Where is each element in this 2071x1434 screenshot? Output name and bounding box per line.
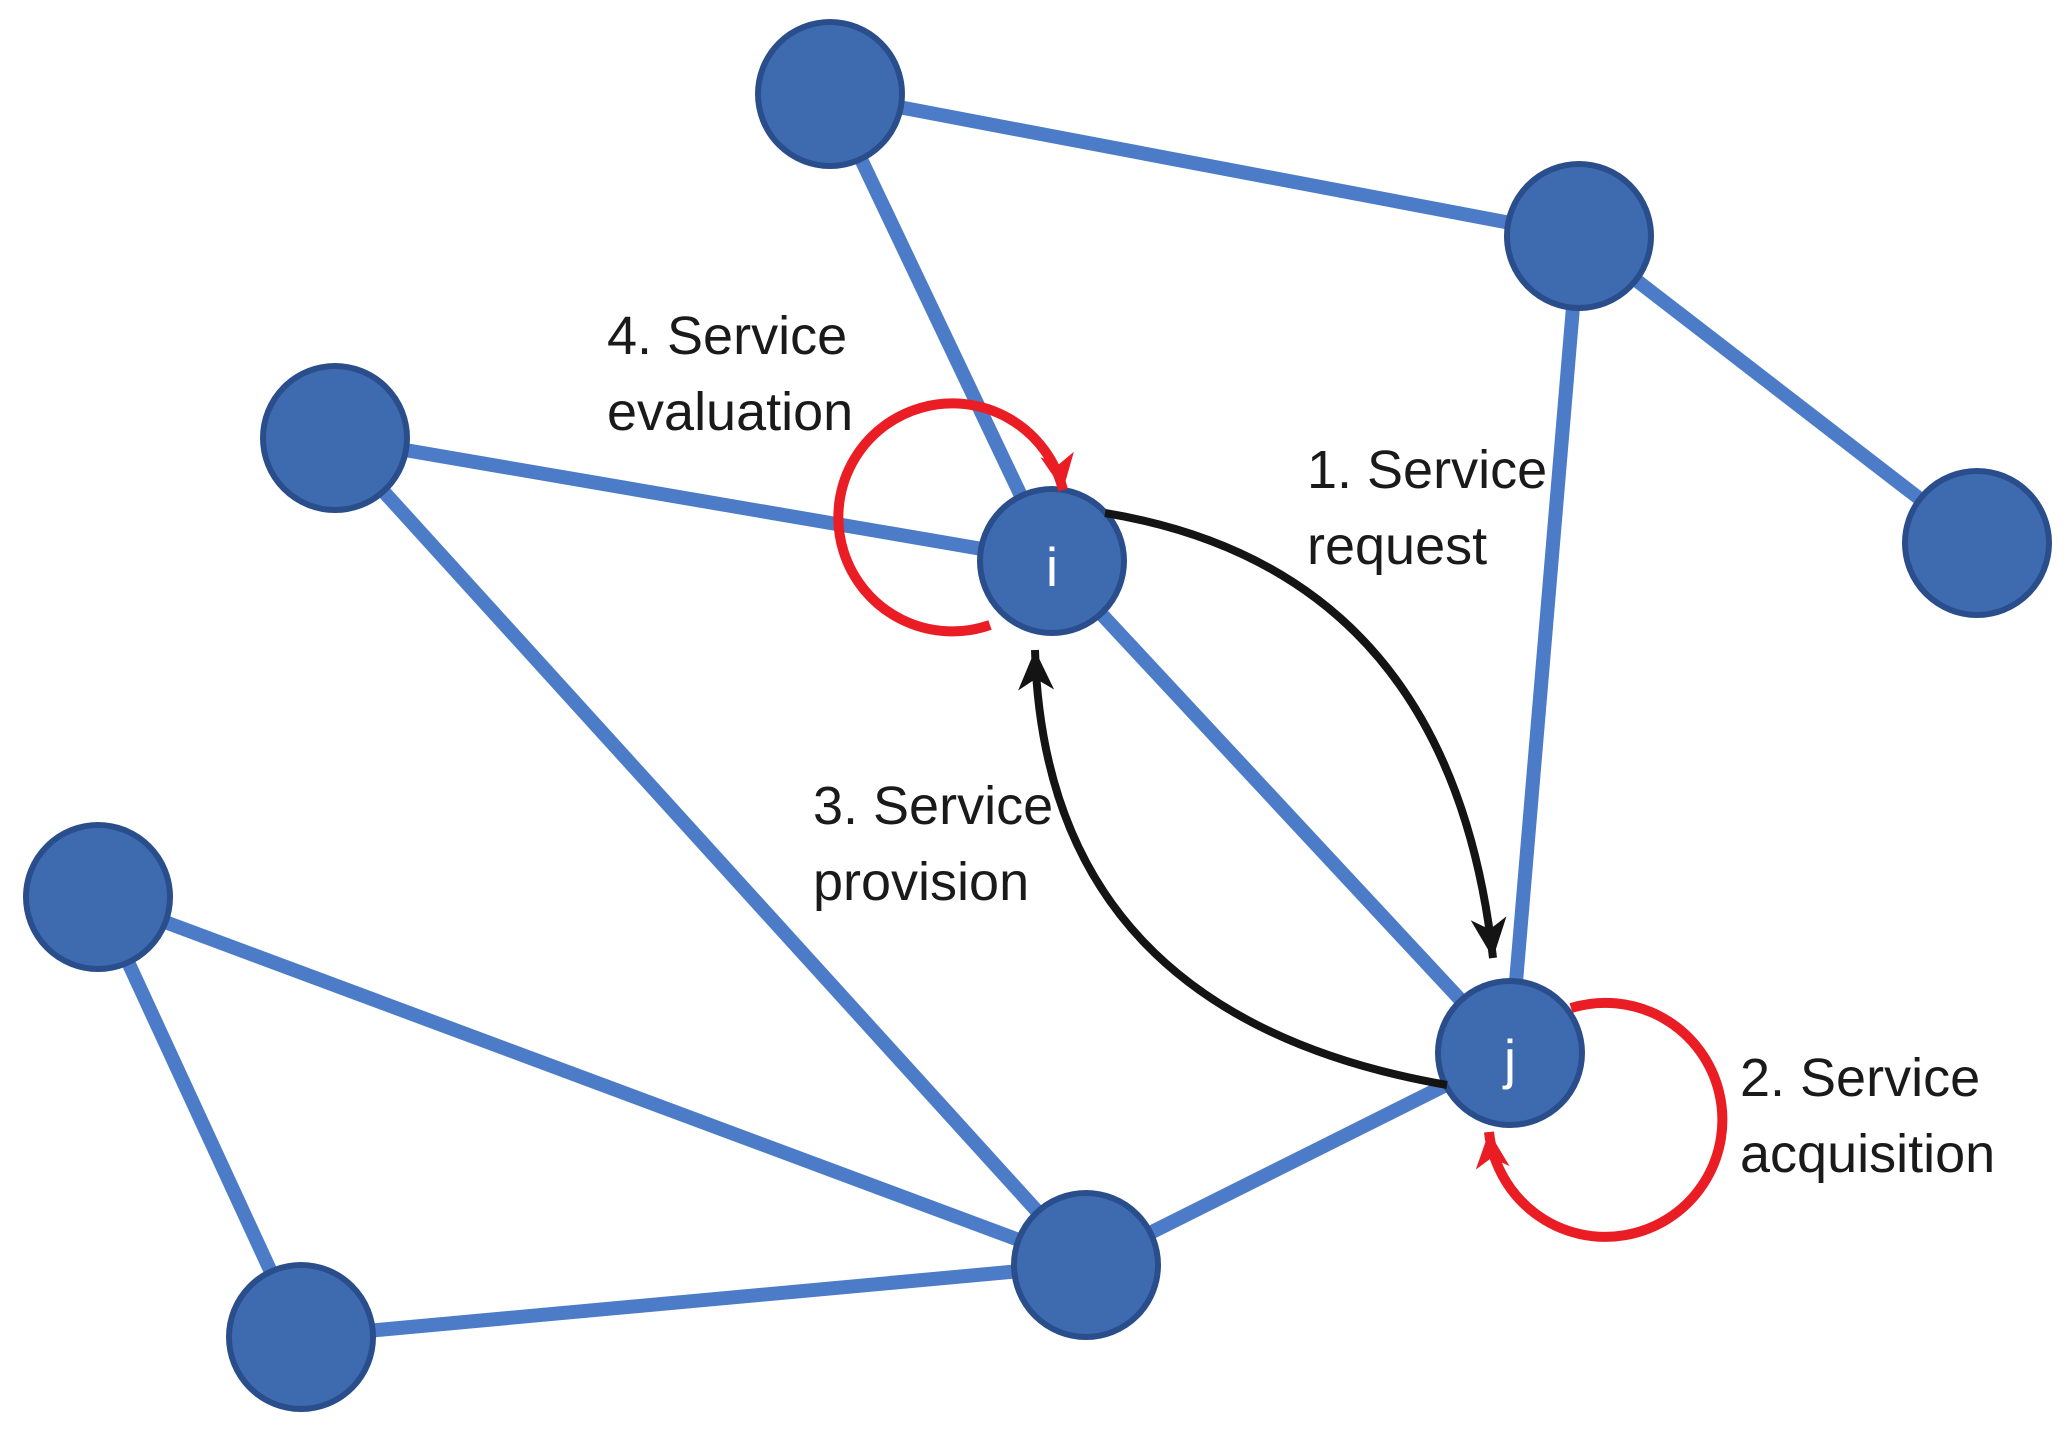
node-bottom-center [1011,1190,1161,1340]
arrowhead-service-request [1470,916,1507,958]
node-far-right [1902,468,2052,618]
edge-top-right-far-right [1574,230,1982,549]
arrow-curve-service-provision [1031,649,1448,1089]
node-i [977,486,1127,636]
edge-top-i [823,90,1059,565]
edge-left-i [333,431,1054,568]
annotation-service-evaluation: 4. Service evaluation [607,306,854,442]
edge-bottom-left-bottom-center [95,890,1089,1272]
node-j [1435,978,1585,1128]
self-loop-service-acquisition [1484,997,1728,1242]
self-loop-service-evaluation [833,398,1068,637]
arrow-curve-service-request [1104,509,1497,959]
arrowhead-service-evaluation [1040,451,1074,490]
edge-lower-left-bottom-center [300,1258,1087,1344]
edge-top-top-right [828,87,1581,243]
annotation-service-request: 1. Service request [1307,440,1548,576]
edge-bottom-left-lower-left [91,894,308,1340]
node-label-j: j [1502,1028,1516,1090]
node-top [755,19,905,169]
annotation-service-provision: 3. Service provision [813,776,1054,912]
annotation-service-acquisition: 2. Service acquisition [1740,1048,1996,1184]
edge-j-bottom-center [1082,1046,1514,1272]
edge-left-bottom-center [329,433,1092,1270]
arrowhead-service-acquisition [1475,1132,1510,1170]
node-label-i: i [1046,536,1058,598]
edge-i-j [1046,556,1516,1058]
node-bottom-left [23,822,173,972]
node-top-right [1504,161,1654,311]
arrowhead-service-provision [1018,650,1055,691]
node-lower-left [226,1262,376,1412]
node-left [260,363,410,513]
edge-top-right-j [1503,235,1586,1054]
